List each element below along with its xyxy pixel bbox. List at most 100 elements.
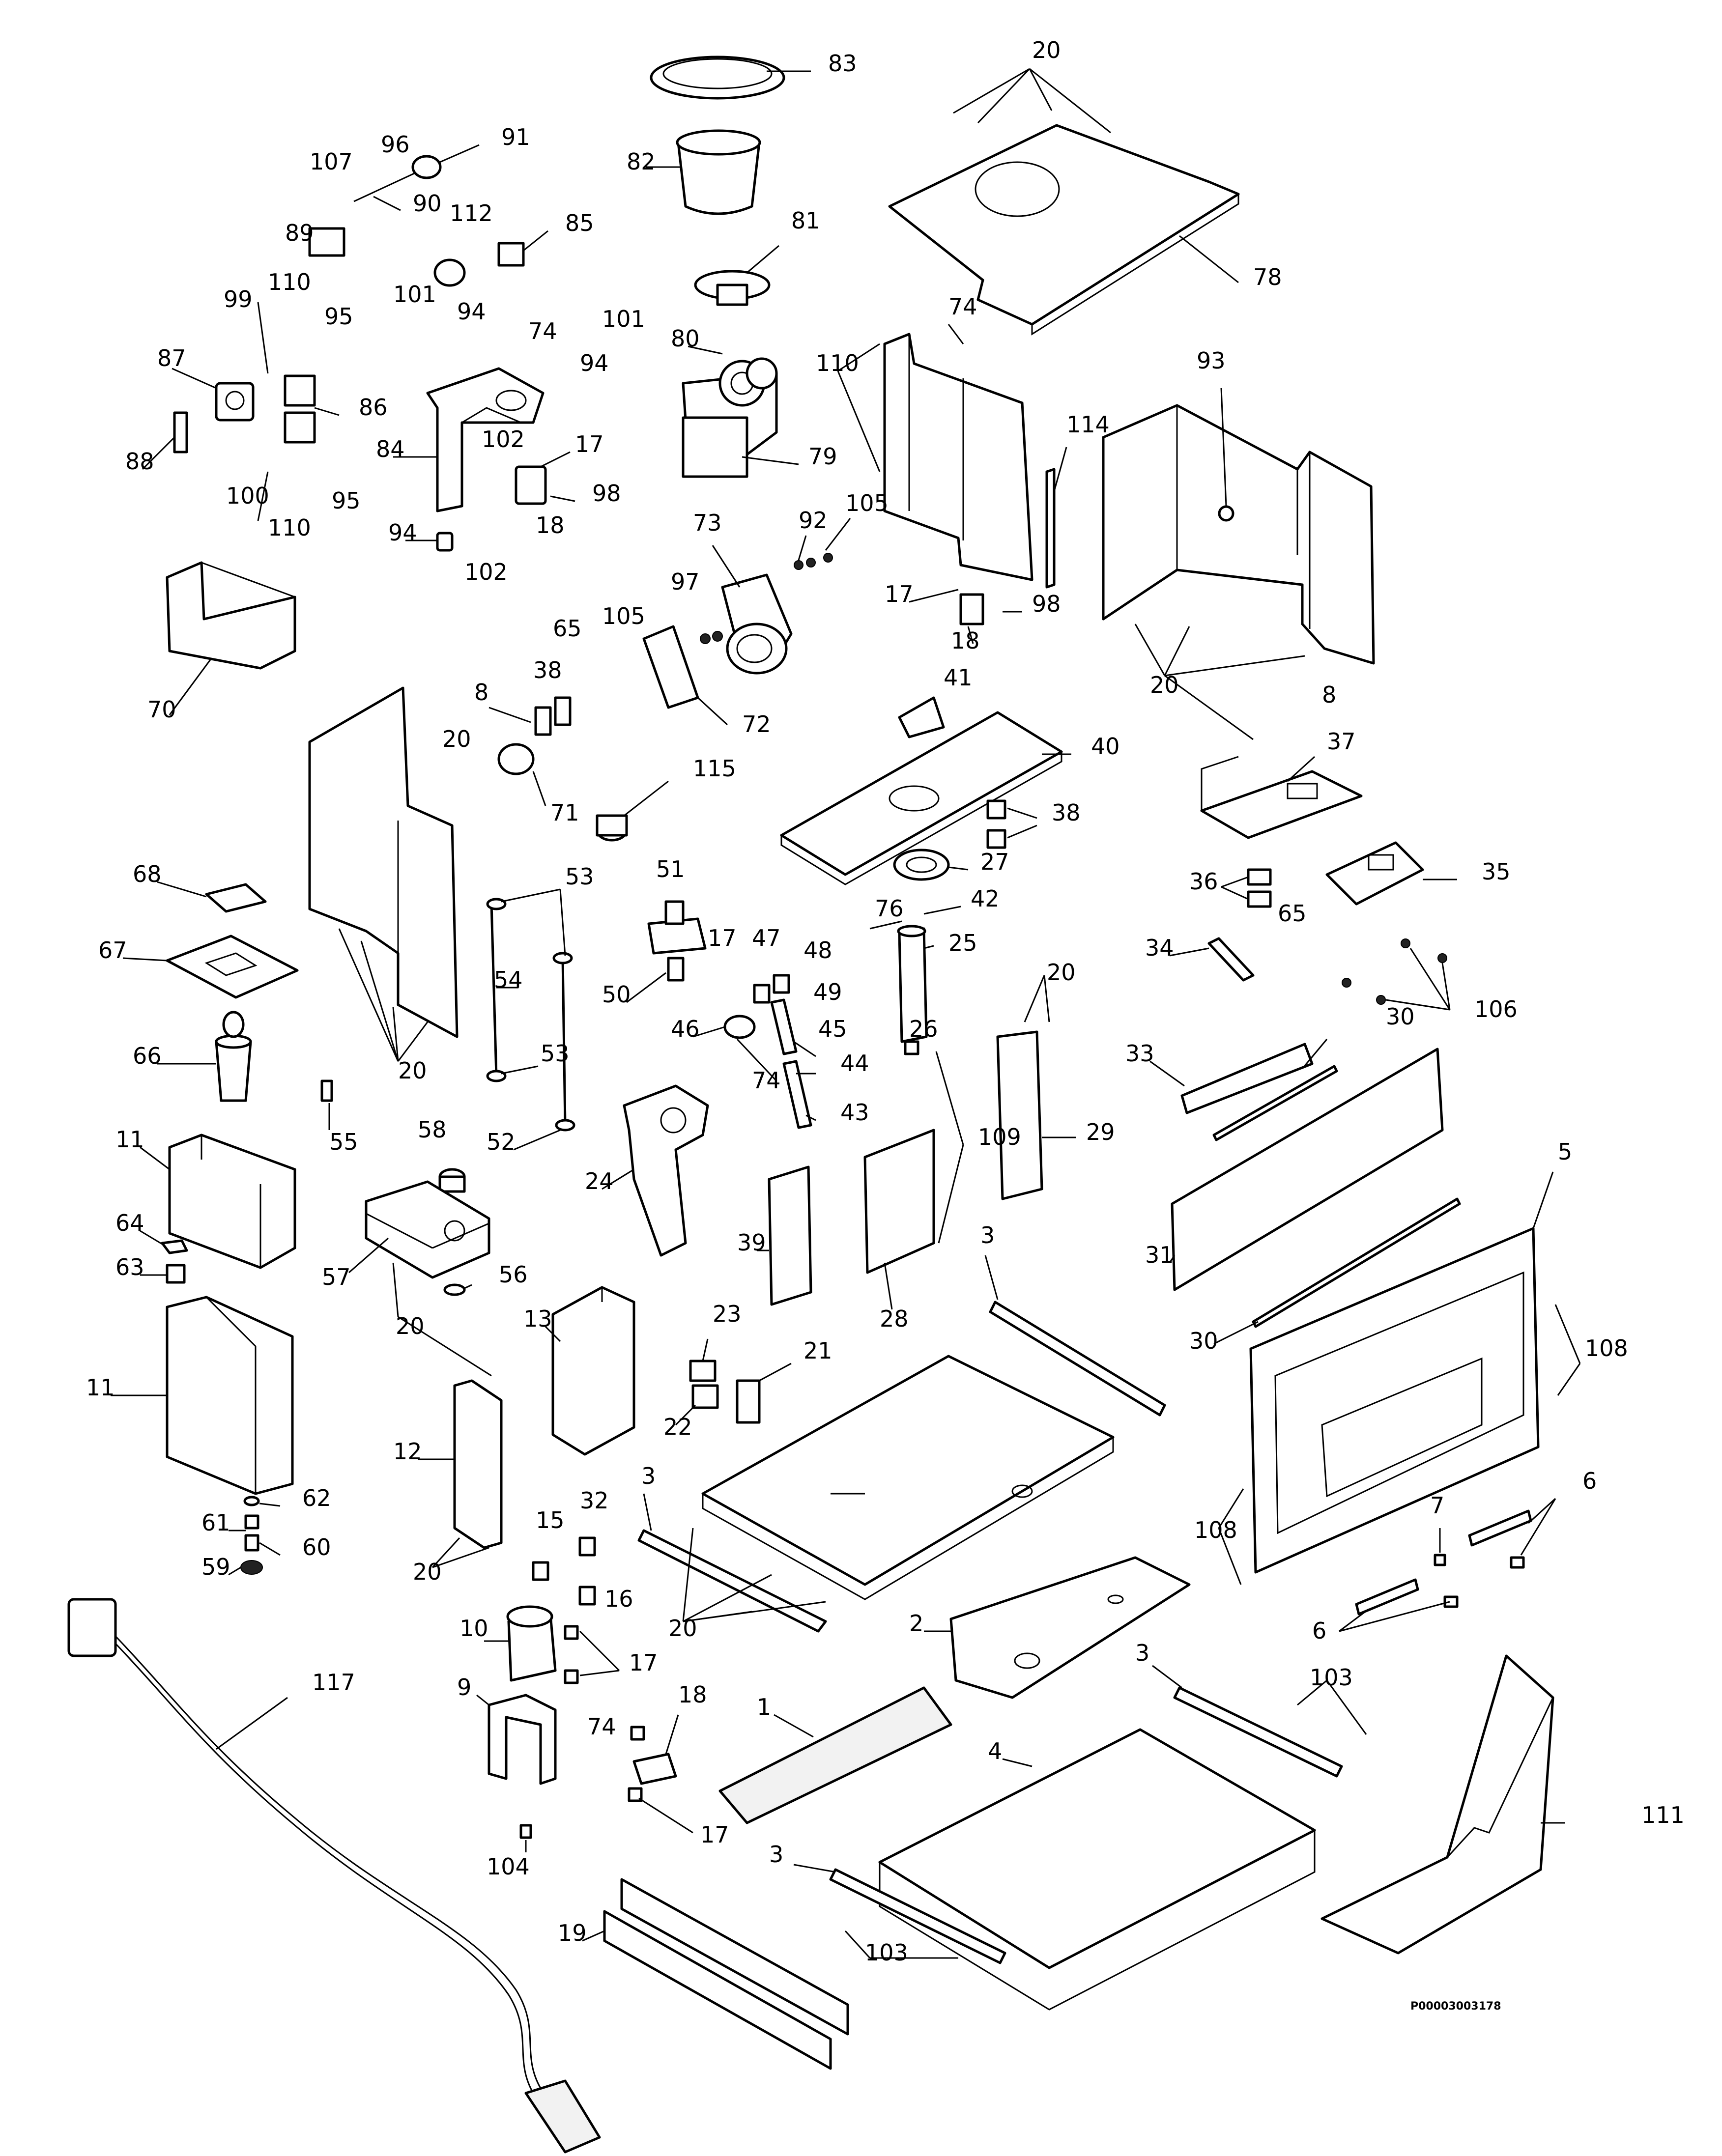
callout-label: 93 (1197, 347, 1226, 374)
callout-label: 112 (450, 200, 493, 227)
callout-label: 85 (565, 210, 594, 236)
callout-label: 53 (565, 863, 594, 890)
part-chute-cover (166, 561, 296, 715)
callout-label: 97 (671, 568, 700, 595)
part-boiler (484, 1605, 557, 1682)
part-rubber-foot (596, 780, 669, 842)
part-switch-socket (675, 1338, 719, 1426)
callout-label: 110 (268, 269, 311, 295)
callout-label: 101 (393, 281, 436, 308)
callout-label: 100 (226, 482, 269, 509)
part-water-filter (157, 1011, 252, 1102)
part-solenoid-valve (515, 451, 575, 505)
callout-label: 103 (1310, 1664, 1353, 1691)
part-side-rail-left (637, 1493, 827, 1633)
callout-label: 44 (840, 1050, 869, 1077)
part-valve-fitting-right (909, 589, 1022, 644)
part-guide-rods (486, 888, 575, 1151)
callout-label: 94 (388, 519, 417, 546)
callout-label: 90 (413, 190, 442, 217)
callout-label: 80 (671, 325, 700, 352)
callout-label: 65 (553, 615, 582, 642)
part-door-hinges (1339, 1498, 1556, 1632)
part-drawer-rail-left (793, 1864, 1006, 1964)
part-grinder-motor (682, 345, 799, 478)
callout-label: 79 (808, 443, 837, 470)
callout-label: 23 (713, 1301, 742, 1327)
callout-label: 88 (125, 448, 154, 475)
part-inner-side-panel (392, 1262, 503, 1568)
callout-label: 38 (1052, 799, 1081, 826)
callout-label: 55 (329, 1129, 358, 1155)
callout-label: 11 (115, 1126, 144, 1153)
callout-label: 108 (1585, 1335, 1628, 1362)
callout-label: 99 (224, 286, 253, 312)
callout-label: 43 (840, 1099, 869, 1126)
callout-label: 53 (541, 1040, 570, 1067)
callout-label: 98 (1032, 591, 1061, 617)
callout-label: 63 (115, 1254, 144, 1280)
callout-label: 62 (302, 1485, 331, 1511)
part-knob (438, 1168, 466, 1193)
part-pinion-shaft-assembly (308, 144, 480, 257)
part-bean-hopper-bowl (646, 129, 761, 215)
callout-label: 45 (818, 1016, 847, 1042)
part-float-magnet (140, 1230, 188, 1284)
callout-label: 33 (1125, 1040, 1154, 1067)
callout-label: 30 (1386, 1003, 1415, 1030)
part-water-tank (111, 1296, 294, 1495)
part-rear-housing (1102, 388, 1375, 740)
callout-label: 71 (550, 799, 579, 826)
callout-label: 17 (629, 1649, 658, 1676)
part-cup-grid (718, 1686, 952, 1824)
callout-label: 39 (737, 1229, 766, 1256)
callout-label: 10 (459, 1615, 488, 1642)
part-cup-sensor-assembly (142, 302, 340, 521)
callout-label: 20 (413, 1559, 442, 1585)
callout-label: 21 (804, 1337, 832, 1364)
callout-label: 34 (1145, 935, 1174, 961)
callout-label: 117 (312, 1669, 355, 1696)
part-electronics-tray (1200, 756, 1363, 839)
part-tank-valve-assembly (228, 1496, 281, 1576)
part-diffuser-ring (893, 849, 969, 881)
callout-label: 7 (1430, 1492, 1444, 1519)
callout-label: 51 (656, 856, 685, 882)
callout-label: 111 (1641, 1802, 1685, 1828)
callout-label: 101 (602, 306, 645, 332)
callout-label: 66 (133, 1043, 162, 1069)
callout-label: 89 (285, 220, 314, 246)
callout-label: 15 (536, 1507, 565, 1533)
callout-label: 91 (501, 124, 530, 150)
part-drawer-rail-right (1152, 1665, 1367, 1778)
part-boiler-bracket (476, 1694, 557, 1785)
part-gasket-strip (1045, 447, 1067, 589)
part-top-cover-plate (888, 68, 1240, 336)
callout-label: 17 (708, 925, 737, 951)
callout-label: 56 (499, 1261, 528, 1288)
callout-label: 110 (816, 350, 859, 376)
callout-label: 115 (693, 755, 736, 782)
part-milk-pump (869, 906, 961, 1055)
callout-label: 114 (1066, 411, 1110, 438)
callout-label: 20 (1032, 37, 1061, 63)
part-control-board (1325, 841, 1457, 906)
callout-label: 37 (1327, 728, 1356, 755)
callout-label: 11 (86, 1374, 115, 1401)
callout-label: 65 (1278, 900, 1307, 927)
part-chute-housing (348, 1180, 490, 1279)
callout-label: 87 (157, 345, 186, 371)
callout-label: 31 (1145, 1242, 1174, 1268)
callout-label: 59 (201, 1554, 230, 1580)
callout-label: 20 (442, 726, 471, 752)
callout-label: 102 (464, 559, 508, 585)
callout-label: 82 (627, 148, 656, 175)
callout-label: 4 (988, 1738, 1002, 1764)
callout-label: 98 (592, 480, 621, 507)
part-power-cord (67, 1598, 601, 2154)
part-left-side-panel (308, 686, 459, 1062)
callout-label: 26 (909, 1016, 938, 1042)
callout-label: 30 (1189, 1328, 1218, 1354)
